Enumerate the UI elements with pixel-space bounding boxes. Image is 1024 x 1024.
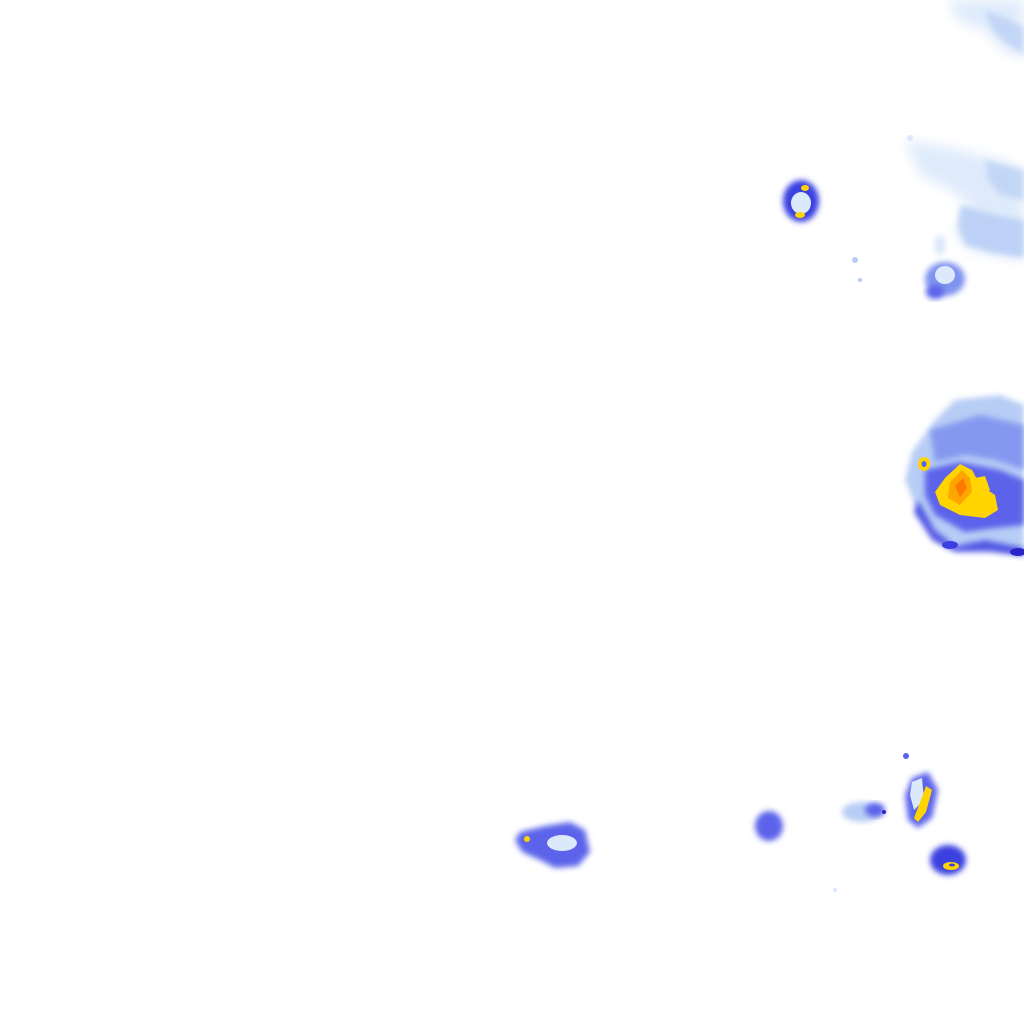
precip-cell-northeast <box>925 235 965 299</box>
precip-area-top-right <box>950 0 1024 60</box>
precip-cell-south-east-c <box>930 845 966 875</box>
storm-complex-east <box>905 395 1024 556</box>
precip-cell-south-east-a <box>842 802 886 822</box>
precip-cell-south-west <box>515 822 590 868</box>
precip-cell-south-center <box>755 811 783 841</box>
precip-cell-north <box>783 180 819 222</box>
precip-area-right-upper <box>905 140 1024 260</box>
precip-cell-south-east-b <box>905 772 938 828</box>
precip-speckles <box>833 135 913 892</box>
